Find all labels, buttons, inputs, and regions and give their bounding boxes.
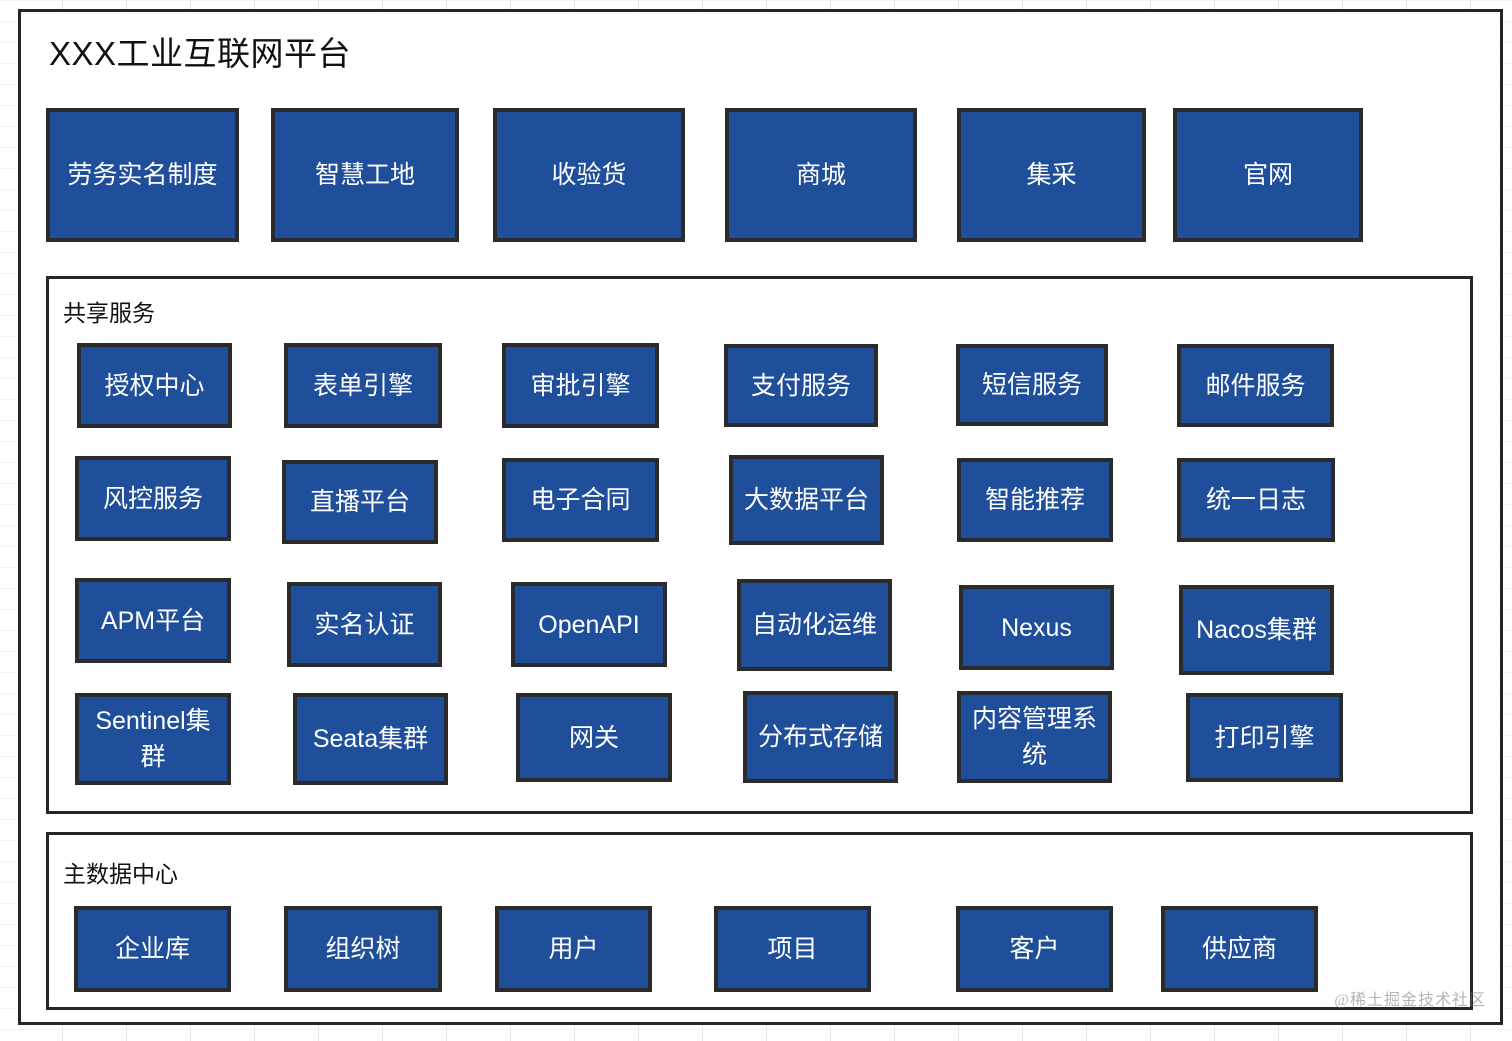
- service-node-nacos-cluster[interactable]: Nacos集群: [1179, 585, 1334, 675]
- service-node-unified-log[interactable]: 统一日志: [1177, 458, 1335, 542]
- app-node-smart-site[interactable]: 智慧工地: [271, 108, 459, 242]
- app-node-labor-realname[interactable]: 劳务实名制度: [46, 108, 239, 242]
- service-node-sentinel-cluster[interactable]: Sentinel集群: [75, 693, 231, 785]
- platform-frame: XXX工业互联网平台 劳务实名制度 智慧工地 收验货 商城 集采 官网 共享服务…: [18, 9, 1503, 1025]
- service-node-distributed-storage[interactable]: 分布式存储: [743, 691, 898, 783]
- service-node-sms-service[interactable]: 短信服务: [956, 344, 1108, 426]
- data-node-customer[interactable]: 客户: [956, 906, 1113, 992]
- watermark: @稀土掘金技术社区: [1334, 992, 1486, 1009]
- service-node-automated-ops[interactable]: 自动化运维: [737, 579, 892, 671]
- service-node-bigdata-platform[interactable]: 大数据平台: [729, 455, 884, 545]
- app-node-receiving-inspection[interactable]: 收验货: [493, 108, 685, 242]
- data-node-org-tree[interactable]: 组织树: [284, 906, 442, 992]
- service-node-live-platform[interactable]: 直播平台: [282, 460, 438, 544]
- service-node-e-contract[interactable]: 电子合同: [502, 458, 659, 542]
- service-node-openapi[interactable]: OpenAPI: [511, 582, 667, 667]
- shared-services-title: 共享服务: [63, 300, 155, 326]
- data-node-supplier[interactable]: 供应商: [1161, 906, 1318, 992]
- app-node-centralized-procurement[interactable]: 集采: [957, 108, 1146, 242]
- service-node-apm-platform[interactable]: APM平台: [75, 578, 231, 663]
- app-node-mall[interactable]: 商城: [725, 108, 917, 242]
- service-node-print-engine[interactable]: 打印引擎: [1186, 693, 1343, 782]
- service-node-auth-center[interactable]: 授权中心: [77, 343, 232, 428]
- page-title: XXX工业互联网平台: [49, 35, 352, 72]
- service-node-form-engine[interactable]: 表单引擎: [284, 343, 442, 428]
- service-node-nexus[interactable]: Nexus: [959, 585, 1114, 670]
- data-node-enterprise-repository[interactable]: 企业库: [74, 906, 231, 992]
- service-node-realname-verify[interactable]: 实名认证: [287, 582, 442, 667]
- app-node-official-website[interactable]: 官网: [1173, 108, 1363, 242]
- service-node-risk-control[interactable]: 风控服务: [75, 456, 231, 541]
- service-node-gateway[interactable]: 网关: [516, 693, 672, 782]
- service-node-seata-cluster[interactable]: Seata集群: [293, 693, 448, 785]
- master-data-center-title: 主数据中心: [63, 861, 178, 887]
- service-node-cms[interactable]: 内容管理系统: [957, 691, 1112, 783]
- service-node-smart-recommend[interactable]: 智能推荐: [957, 458, 1113, 542]
- service-node-payment-service[interactable]: 支付服务: [724, 344, 878, 427]
- data-node-project[interactable]: 项目: [714, 906, 871, 992]
- service-node-approval-engine[interactable]: 审批引擎: [502, 343, 659, 428]
- data-node-user[interactable]: 用户: [495, 906, 652, 992]
- service-node-email-service[interactable]: 邮件服务: [1177, 344, 1334, 427]
